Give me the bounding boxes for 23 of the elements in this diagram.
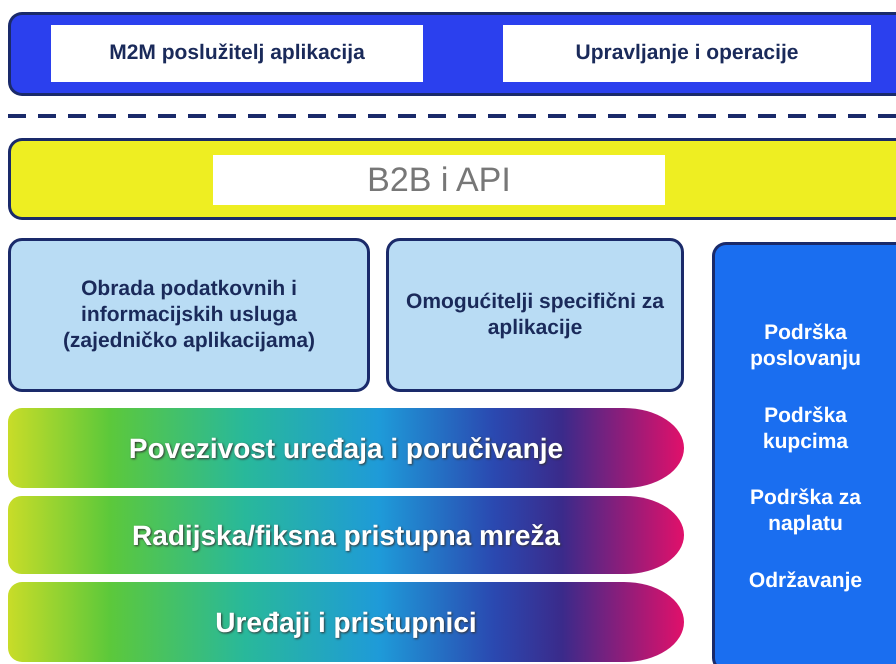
label: Obrada podatkovnih i informacijskih usluga (zajedničko aplikacijama) [62,276,316,354]
label: Uređaji i pristupnici [214,606,478,640]
label: Podrška poslovanju [749,320,862,372]
layer-bar [8,408,684,488]
layer-bar [8,496,684,574]
label: B2B i API [366,160,512,201]
label: Radijska/fiksna pristupna mreža [131,518,562,552]
layer-bar [8,582,684,662]
label-box [213,155,665,205]
service-box [386,238,684,392]
band [8,138,896,220]
label-box [51,25,423,82]
label: M2M poslužitelj aplikacija [108,40,366,66]
label: Upravljanje i operacije [574,40,800,66]
label: Održavanje [748,568,864,594]
label: Povezivost uređaja i poručivanje [128,432,564,466]
label: Podrška kupcima [762,402,850,455]
label-box [503,25,871,82]
service-box [8,238,370,392]
label: Omogućitelji specifični za aplikacije [405,288,665,341]
support-panel [712,242,896,664]
label: Podrška za naplatu [749,485,862,538]
band [8,12,896,96]
